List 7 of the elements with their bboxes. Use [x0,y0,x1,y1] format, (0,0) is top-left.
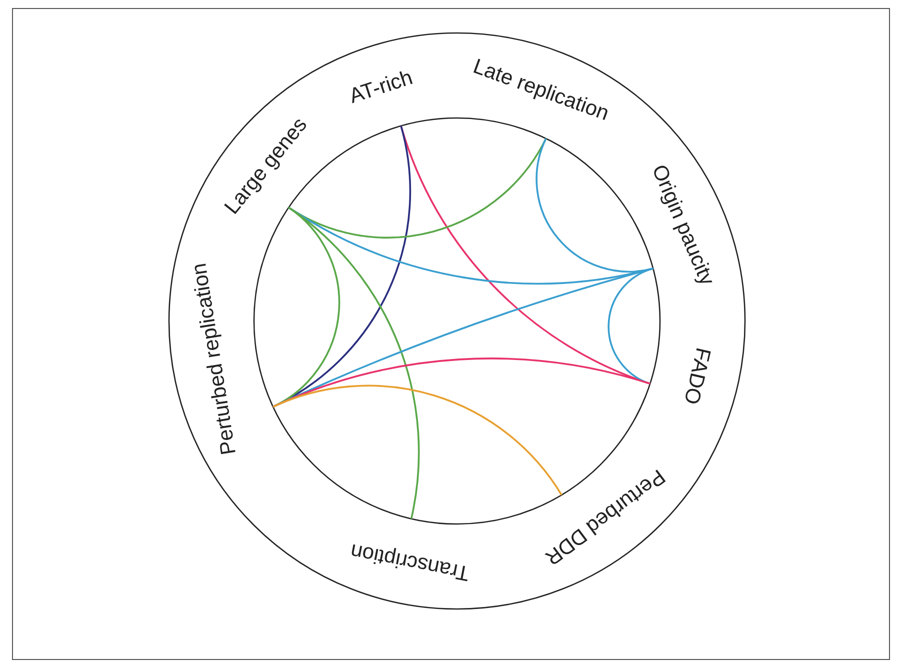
chord-line [272,268,654,408]
category-label: FADO [680,346,714,407]
chord-line [288,206,420,519]
chord-line [536,138,654,273]
chord-line [608,268,654,385]
category-label: AT-rich [346,67,416,108]
category-label: Perturbed replication [188,262,240,457]
